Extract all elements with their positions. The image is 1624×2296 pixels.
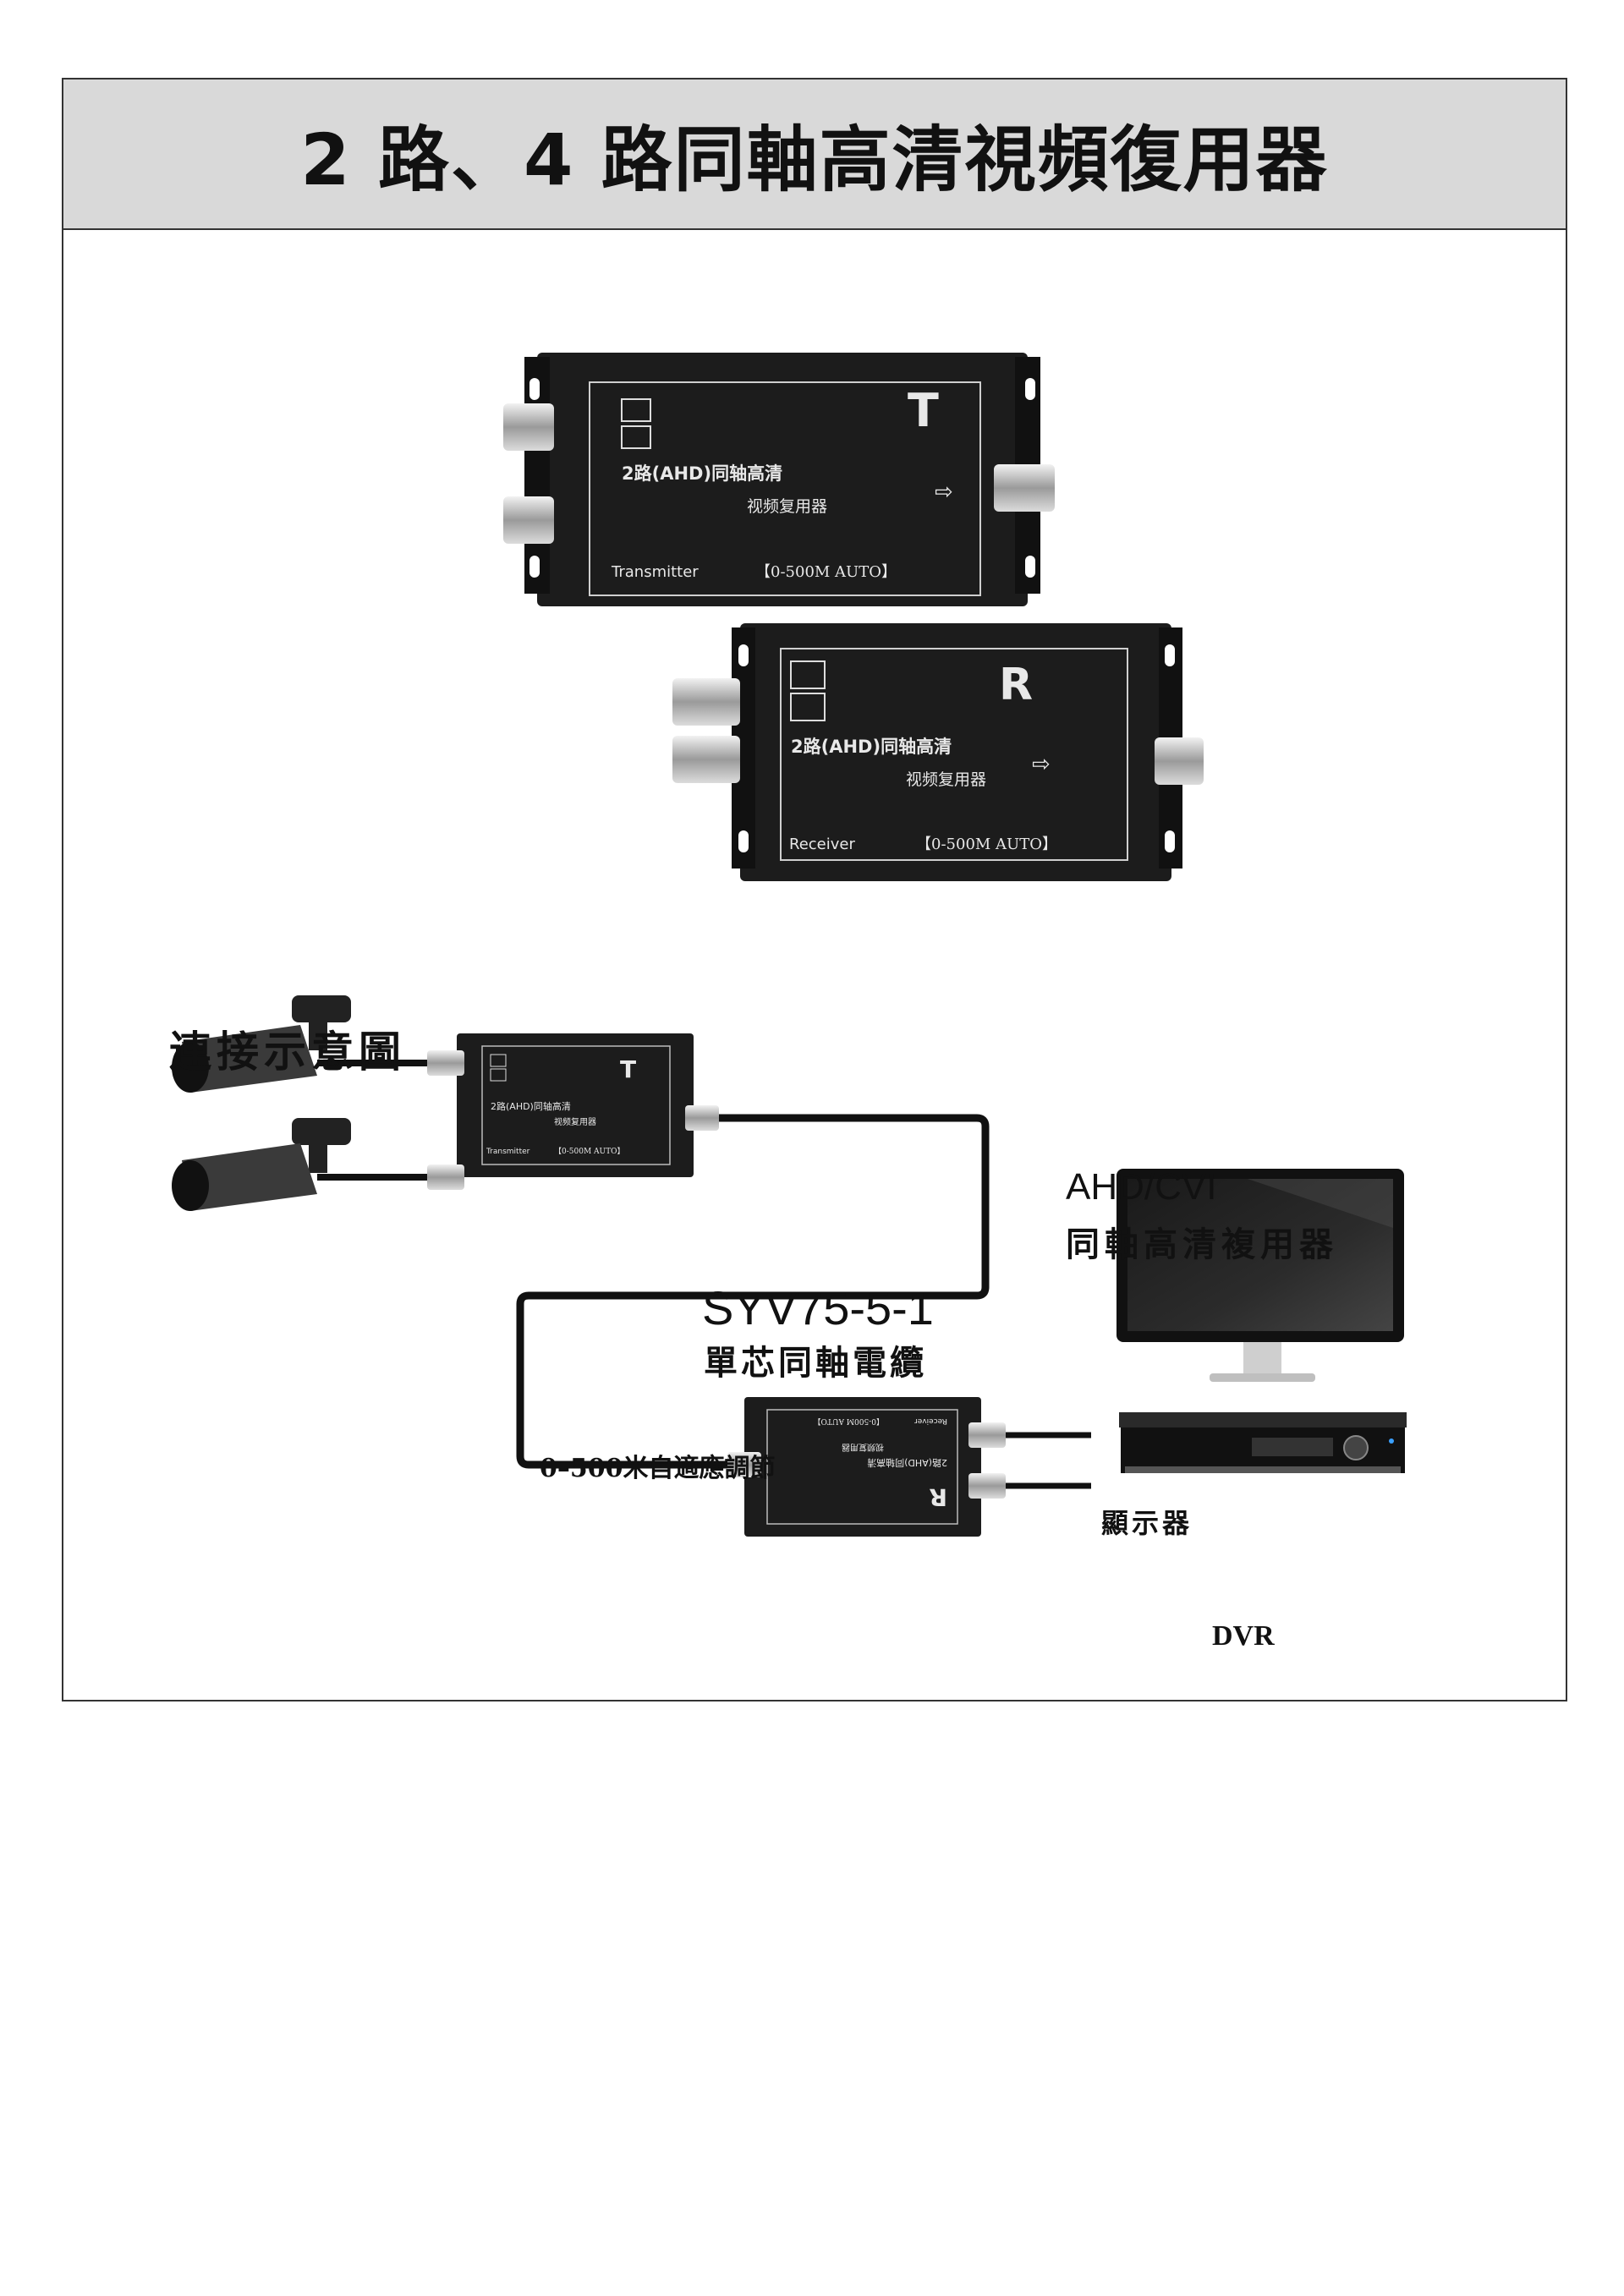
svg-text:2路(AHD)同轴高清: 2路(AHD)同轴高清 [867,1457,947,1469]
diagram-receiver: R 2路(AHD)同轴高清 视频复用器 Receiver 【0-500M AUT… [727,1397,1091,1537]
product-illustration: T 2路(AHD)同轴高清 视频复用器 ⇨ Transmitter 【0-500… [172,353,1407,1537]
receiver-device: R 2路(AHD)同轴高清 视频复用器 ⇨ Receiver 【0-500M A… [672,623,1204,881]
dvr-icon [1119,1412,1407,1473]
svg-text:【0-500M AUTO】: 【0-500M AUTO】 [814,1417,885,1426]
camera-icon [172,1118,440,1211]
document-frame: 2 路、4 路同軸高清視頻復用器 [62,78,1567,1701]
svg-text:T: T [620,1055,636,1083]
title-bar: 2 路、4 路同軸高清視頻復用器 [63,79,1566,230]
svg-text:Transmitter: Transmitter [486,1148,530,1156]
svg-text:⇨: ⇨ [1032,752,1051,777]
transmitter-range: 【0-500M AUTO】 [755,563,897,581]
receiver-label-line1: 2路(AHD)同轴高清 [791,737,952,757]
distance-label: 0–500米自適應調節 [540,1454,776,1483]
product-name-line2: 同軸高清複用器 [1066,1225,1338,1264]
diagram-heading: 連接示意圖 [169,1027,406,1077]
receiver-letter: R [999,660,1033,710]
dvr-label: DVR [1212,1620,1275,1652]
svg-text:视频复用器: 视频复用器 [554,1116,596,1127]
diagram-transmitter: T 2路(AHD)同轴高清 视频复用器 Transmitter 【0-500M … [427,1033,719,1190]
svg-text:Receiver: Receiver [914,1417,947,1425]
cable-description: 單芯同軸電纜 [704,1343,927,1383]
svg-text:R: R [929,1483,947,1511]
transmitter-label-line1: 2路(AHD)同轴高清 [622,463,782,484]
camera-icon [172,995,440,1093]
transmitter-name: Transmitter [611,563,699,581]
transmitter-label-line2: 视频复用器 [747,497,827,516]
cable-model: SYV75-5-1 [702,1281,934,1334]
receiver-label-line2: 视频复用器 [906,770,986,789]
product-name-line1: AHD/CVI [1066,1166,1217,1208]
svg-text:【0-500M AUTO】: 【0-500M AUTO】 [554,1147,625,1156]
monitor-icon [1116,1169,1404,1382]
svg-text:2路(AHD)同轴高清: 2路(AHD)同轴高清 [491,1100,571,1112]
page-title: 2 路、4 路同軸高清視頻復用器 [300,118,1329,201]
svg-text:视频复用器: 视频复用器 [842,1442,884,1453]
transmitter-letter: T [908,384,939,437]
transmitter-device: T 2路(AHD)同轴高清 视频复用器 ⇨ Transmitter 【0-500… [503,353,1055,606]
receiver-range: 【0-500M AUTO】 [916,836,1057,853]
svg-text:⇨: ⇨ [935,479,953,505]
monitor-label: 顯示器 [1101,1507,1193,1539]
receiver-name: Receiver [789,836,855,853]
